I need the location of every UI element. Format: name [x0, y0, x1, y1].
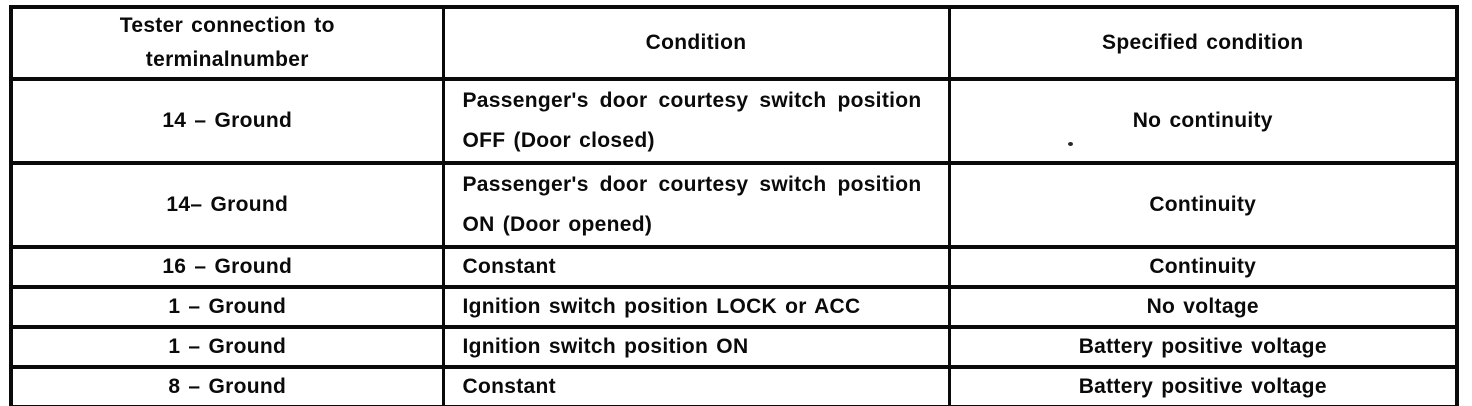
condition-cell: Ignition switch position ON: [441, 325, 951, 369]
table-row: 14 – Ground Passenger's door courtesy sw…: [9, 77, 1459, 165]
terminal-cell: 1 – Ground: [9, 325, 445, 369]
condition-line: Passenger's door courtesy switch positio…: [462, 173, 922, 196]
specified-cell: No continuity: [947, 77, 1459, 165]
specified-cell: Continuity: [947, 245, 1459, 289]
condition-line: Passenger's door courtesy switch positio…: [462, 89, 922, 112]
table-row: 8 – Ground Constant Battery positive vol…: [9, 365, 1459, 406]
terminal-cell: 1 – Ground: [9, 285, 445, 329]
scan-artifact-dot: [1068, 142, 1073, 146]
specified-cell: Battery positive voltage: [947, 325, 1459, 369]
table-row: 14– Ground Passenger's door courtesy swi…: [9, 161, 1459, 249]
tester-connection-spec-table: Tester connection to terminalnumber Cond…: [9, 5, 1459, 406]
condition-cell: Passenger's door courtesy switch positio…: [441, 77, 951, 165]
specified-cell: Battery positive voltage: [947, 365, 1459, 406]
terminal-cell: 8 – Ground: [9, 365, 445, 406]
condition-cell: Constant: [441, 245, 951, 289]
condition-line: ON (Door opened): [462, 213, 653, 236]
header-terminal: Tester connection to terminalnumber: [9, 5, 445, 81]
specified-cell: Continuity: [947, 161, 1459, 249]
terminal-cell: 16 – Ground: [9, 245, 445, 289]
header-specified-condition: Specified condition: [947, 5, 1459, 81]
header-terminal-line1: Tester connection to: [119, 14, 335, 37]
table-row: 1 – Ground Ignition switch position ON B…: [9, 325, 1459, 369]
terminal-cell: 14– Ground: [9, 161, 445, 249]
condition-cell: Constant: [441, 365, 951, 406]
table-row: 16 – Ground Constant Continuity: [9, 245, 1459, 289]
header-row: Tester connection to terminalnumber Cond…: [9, 5, 1459, 81]
condition-line: OFF (Door closed): [462, 129, 655, 152]
header-terminal-line2: terminalnumber: [145, 48, 309, 71]
specified-cell: No voltage: [947, 285, 1459, 329]
table-row: 1 – Ground Ignition switch position LOCK…: [9, 285, 1459, 329]
terminal-cell: 14 – Ground: [9, 77, 445, 165]
condition-cell: Ignition switch position LOCK or ACC: [441, 285, 951, 329]
condition-cell: Passenger's door courtesy switch positio…: [441, 161, 951, 249]
header-condition: Condition: [441, 5, 951, 81]
